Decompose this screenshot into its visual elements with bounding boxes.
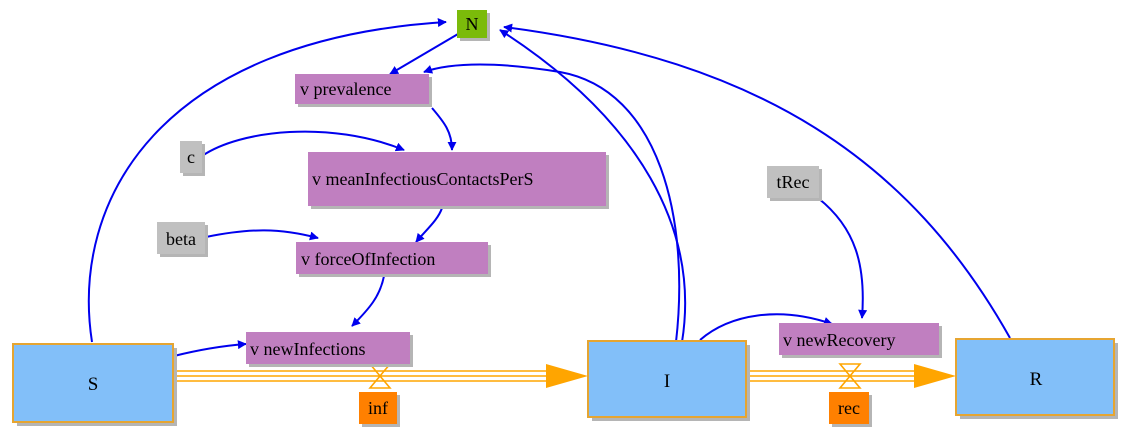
link-trec-to-new-recovery bbox=[817, 197, 868, 319]
variable-new-recovery-label: v newRecovery bbox=[783, 330, 895, 350]
link-beta-to-force bbox=[205, 229, 319, 241]
constant-c[interactable]: c bbox=[180, 141, 205, 176]
variable-force-of-infection-label: v forceOfInfection bbox=[301, 249, 435, 269]
link-i-to-prevalence bbox=[423, 63, 681, 343]
link-s-to-n bbox=[87, 18, 447, 343]
valve-rec[interactable] bbox=[838, 363, 862, 389]
variable-prevalence[interactable]: v prevalence bbox=[295, 74, 432, 107]
link-prevalence-to-mean-contacts bbox=[431, 107, 457, 151]
variable-new-infections-label: v newInfections bbox=[250, 339, 365, 359]
constant-trec[interactable]: tRec bbox=[767, 166, 822, 201]
flow-inf-label: inf bbox=[368, 398, 388, 418]
influence-links bbox=[87, 18, 1011, 357]
link-c-to-mean-contacts bbox=[201, 130, 405, 157]
flow-arrowhead-inf bbox=[546, 364, 588, 388]
variable-mean-infectious-contacts-label: v meanInfectiousContactsPerS bbox=[312, 169, 533, 189]
constant-beta-label: beta bbox=[166, 229, 196, 249]
flow-inf-node[interactable]: inf bbox=[359, 392, 400, 427]
variable-new-infections[interactable]: v newInfections bbox=[246, 332, 413, 367]
total-n-label: N bbox=[466, 14, 479, 34]
flow-pipes bbox=[174, 370, 918, 382]
stock-r-label: R bbox=[1030, 369, 1043, 390]
constant-beta[interactable]: beta bbox=[157, 222, 208, 257]
link-i-to-new-recovery bbox=[699, 313, 833, 341]
link-r-to-n bbox=[503, 23, 1011, 339]
flow-rec-node[interactable]: rec bbox=[829, 392, 872, 427]
stock-i-label: I bbox=[664, 371, 670, 392]
link-n-to-prevalence bbox=[389, 33, 459, 75]
variable-new-recovery[interactable]: v newRecovery bbox=[779, 323, 942, 358]
link-force-to-new-infections bbox=[351, 275, 385, 327]
stock-s-label: S bbox=[88, 374, 99, 395]
flow-rec-label: rec bbox=[838, 398, 860, 418]
variable-mean-infectious-contacts[interactable]: v meanInfectiousContactsPerS bbox=[308, 152, 609, 209]
variable-prevalence-label: v prevalence bbox=[300, 79, 391, 99]
constant-c-label: c bbox=[187, 147, 195, 167]
link-s-to-new-infections bbox=[173, 340, 247, 357]
link-mean-contacts-to-force bbox=[415, 207, 443, 243]
constant-trec-label: tRec bbox=[777, 172, 810, 192]
link-i-to-n bbox=[499, 29, 687, 343]
stock-s[interactable]: S bbox=[12, 343, 177, 426]
stock-i[interactable]: I bbox=[587, 340, 750, 421]
flow-arrowhead-rec bbox=[914, 364, 956, 388]
variable-force-of-infection[interactable]: v forceOfInfection bbox=[296, 242, 491, 277]
stock-r[interactable]: R bbox=[955, 338, 1118, 419]
total-n-node[interactable]: N bbox=[457, 10, 490, 41]
